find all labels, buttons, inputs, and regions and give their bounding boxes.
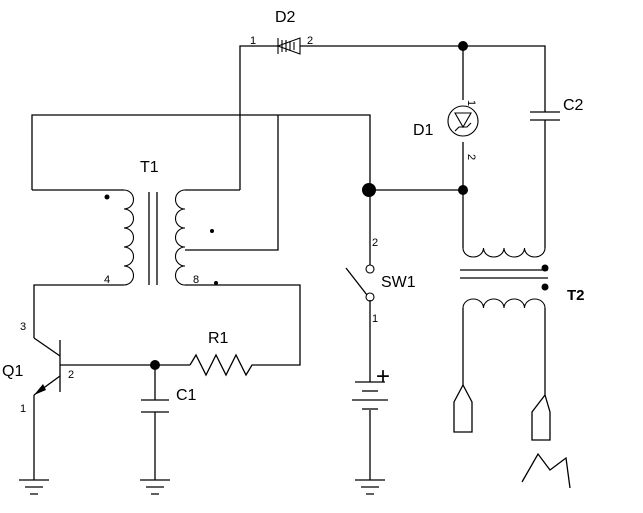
transformer-t2: T2 (460, 247, 585, 309)
junction-dots (150, 41, 468, 370)
q1-pin3: 3 (20, 321, 26, 333)
d2-pin1: 1 (250, 35, 256, 47)
t1-pin4: 4 (104, 274, 110, 286)
q1-ref: Q1 (2, 363, 23, 380)
sw1-ref: SW1 (381, 274, 416, 291)
c2-ref: C2 (563, 97, 584, 114)
ground-battery (355, 479, 385, 495)
t1-pin8: 8 (193, 274, 199, 286)
d2-pin2: 2 (307, 35, 313, 47)
d1-pin2: 2 (465, 154, 477, 160)
ground-q1 (19, 479, 49, 495)
capacitor-c2: C2 (530, 97, 584, 128)
r1-ref: R1 (208, 330, 229, 347)
resistor-r1: R1 (189, 330, 258, 377)
sw1-pin1: 1 (372, 313, 378, 325)
sw1-pin2: 2 (372, 237, 378, 249)
diode-d2: D2 1 2 (250, 9, 313, 55)
spark-gap-electrodes (453, 383, 571, 489)
d2-ref: D2 (275, 9, 296, 26)
capacitor-c1: C1 (141, 387, 197, 413)
battery-plus: + (376, 363, 390, 390)
wires (31, 45, 546, 480)
ground-symbols (19, 479, 385, 495)
c1-ref: C1 (176, 387, 197, 404)
transistor-q1: Q1 3 2 1 (2, 321, 74, 415)
q1-pin2: 2 (68, 369, 74, 381)
zener-diode-d1: D1 1 2 (413, 100, 479, 160)
battery: + (352, 363, 390, 410)
d1-ref: D1 (413, 122, 434, 139)
t2-ref: T2 (567, 287, 585, 304)
q1-pin1: 1 (20, 403, 26, 415)
t1-ref: T1 (140, 159, 159, 176)
switch-sw1: SW1 2 1 (345, 237, 416, 325)
d1-pin1: 1 (465, 100, 477, 106)
ground-c1 (140, 479, 170, 495)
transformer-t1: T1 4 8 (104, 159, 218, 286)
